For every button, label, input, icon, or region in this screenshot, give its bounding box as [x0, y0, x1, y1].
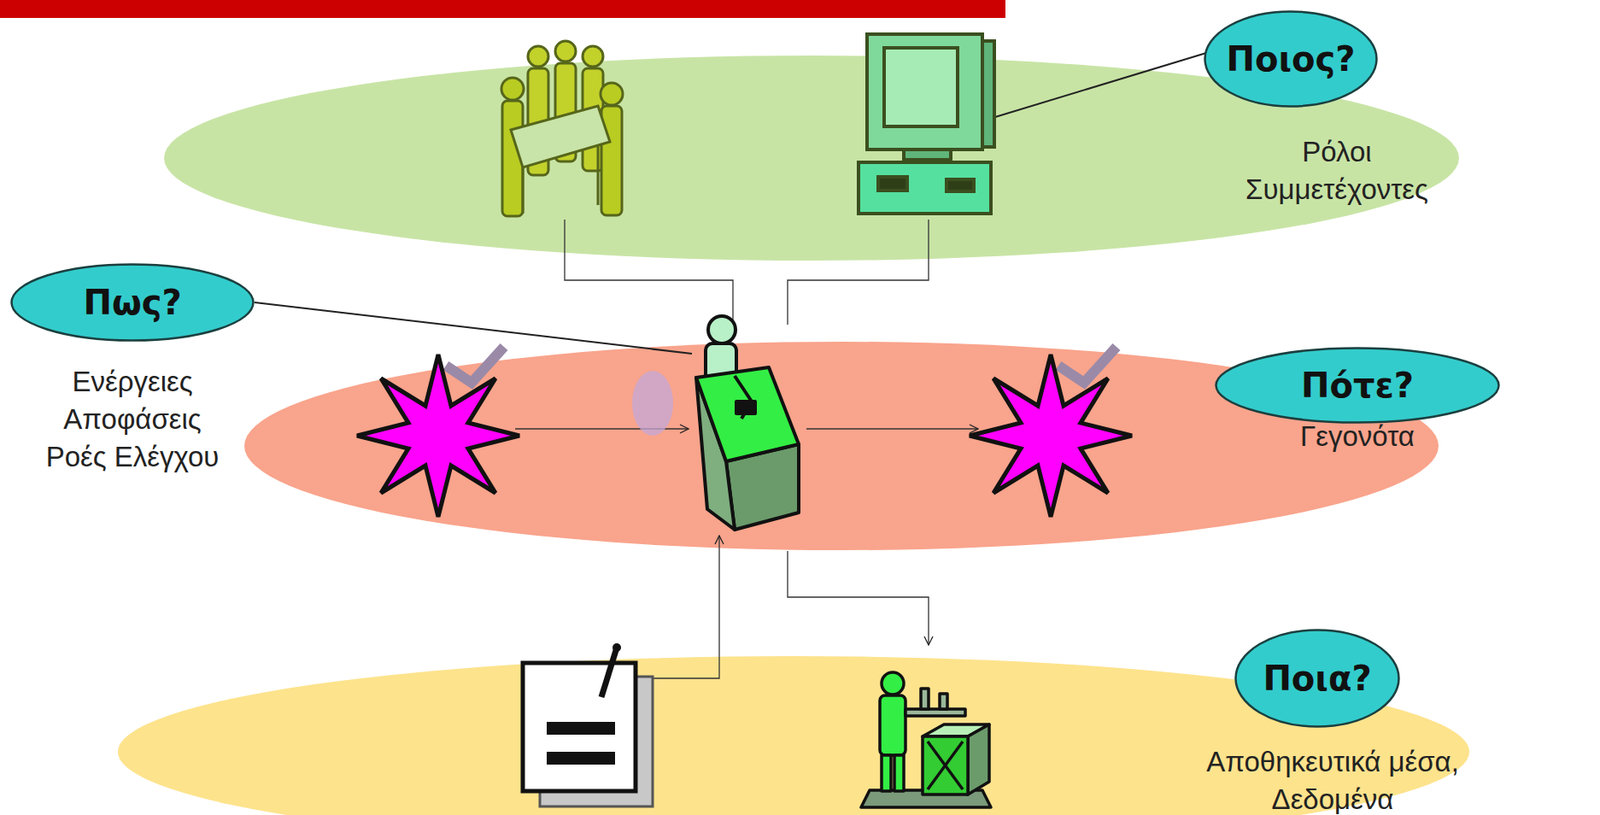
- focus-mark: [632, 370, 674, 436]
- people-icon: [501, 41, 623, 217]
- callout-description: Ενέργειες Αποφάσεις Ροές Ελέγχου: [35, 363, 230, 476]
- callout-question: Πως?: [10, 263, 255, 342]
- callout-node: Πότε?Γεγονότα: [1204, 339, 1513, 469]
- storage-icon: [861, 672, 991, 808]
- callout-node: Πως? Ενέργειες Αποφάσεις Ροές Ελέγχου: [0, 256, 265, 496]
- title-bar: [0, 0, 1006, 18]
- event-star: [969, 346, 1132, 517]
- callout-description: Γεγονότα: [1229, 417, 1486, 456]
- wires: [254, 52, 1207, 723]
- computer-icon: [858, 34, 995, 214]
- callout-node: Ποιος? Ρόλοι Συμμετέχοντες: [1195, 8, 1478, 223]
- callout-question: Πότε?: [1214, 346, 1501, 424]
- callout-question: Ποιος?: [1203, 10, 1378, 108]
- callout-question: Ποια?: [1234, 628, 1401, 728]
- event-star: [357, 346, 520, 517]
- callout-description: Ρόλοι Συμμετέχοντες: [1225, 133, 1448, 209]
- callout-description: Αποθηκευτικά μέσα, Δεδομένα: [1178, 743, 1487, 815]
- document-icon: [522, 643, 653, 807]
- callout-node: Ποια? Αποθηκευτικά μέσα, Δεδομένα: [1170, 621, 1495, 815]
- worker-icon: [696, 316, 799, 530]
